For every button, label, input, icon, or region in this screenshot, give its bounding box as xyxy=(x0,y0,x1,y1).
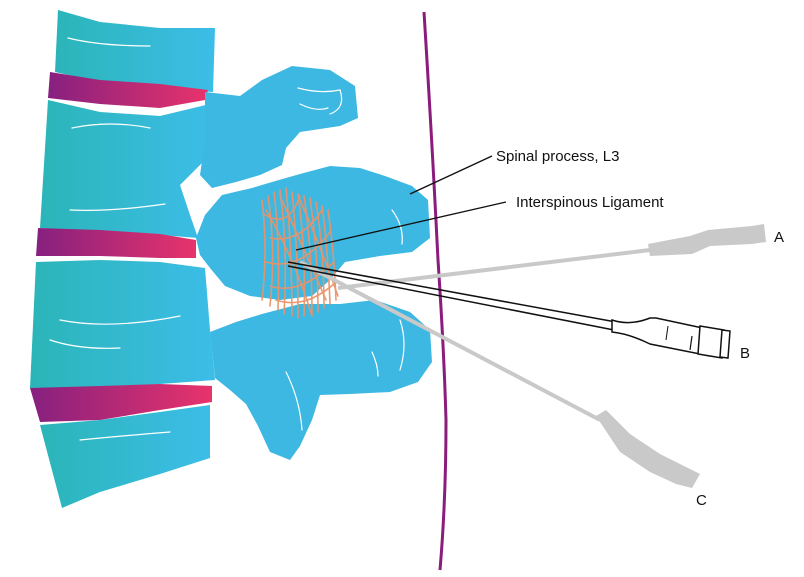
label-needle-c: C xyxy=(696,492,707,509)
needle-a-shaft xyxy=(338,250,650,288)
needle-c-hub xyxy=(596,410,700,488)
lower-spinous-process xyxy=(210,300,432,460)
needle-b-cap-rim xyxy=(720,330,730,358)
label-interspinous-ligament: Interspinous Ligament xyxy=(516,194,664,211)
posterior-elements xyxy=(196,66,432,460)
needle-a-hub xyxy=(648,224,766,256)
vertebral-body-middle xyxy=(40,100,210,238)
leader-line-spinal-process xyxy=(410,156,492,194)
label-needle-b: B xyxy=(740,345,750,362)
label-spinal-process: Spinal process, L3 xyxy=(496,148,619,165)
label-needle-a: A xyxy=(774,229,784,246)
needle-b-hub xyxy=(612,318,712,356)
